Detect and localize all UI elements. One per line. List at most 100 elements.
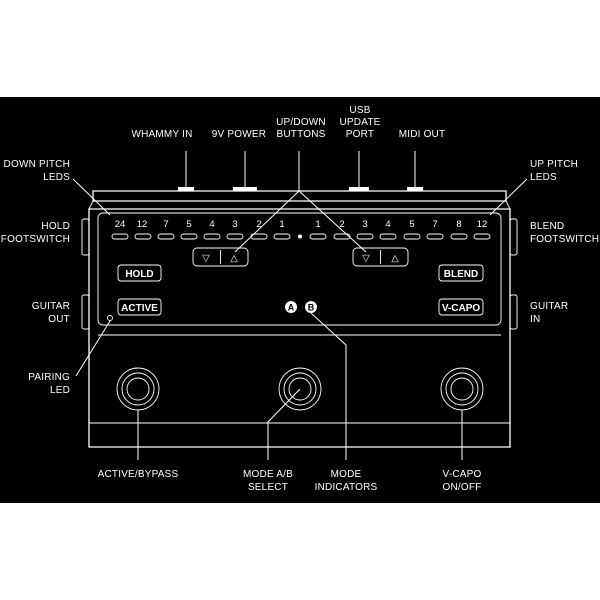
guitar-in-label-line2: IN [530,314,540,325]
guitar-out-label-line2: OUT [48,314,70,325]
vcapo-button[interactable]: V-CAPO [438,298,484,316]
guitar-out-jack [81,294,90,330]
left-updown-buttons[interactable]: ▽ △ [192,247,249,267]
up-arrow-icon[interactable]: △ [230,253,238,264]
whammy-in-label: WHAMMY IN [131,129,192,140]
led-number: 3 [362,219,367,230]
led-number: 12 [137,219,148,230]
midi-out-label: MIDI OUT [399,129,446,140]
mode-ab-label-line2: SELECT [248,482,288,493]
led-number: 1 [279,219,284,230]
blend-footswitch-jack [509,218,518,256]
up-pitch-label-line1: UP PITCH [530,159,578,170]
guitar-in-label-line1: GUITAR [530,301,568,312]
led [426,233,444,240]
svg-text:B: B [308,303,315,313]
guitar-in-jack [509,294,518,330]
hold-footswitch-label-line2: FOOTSWITCH [1,234,70,245]
up-pitch-leds [309,233,491,240]
down-pitch-label-line2: LEDS [43,172,70,183]
whammy-in-jack [178,187,194,191]
led-number: 7 [432,219,437,230]
active-bypass-footswitch[interactable] [116,367,160,411]
led [473,233,491,240]
svg-text:A: A [288,303,295,313]
led-number: 3 [232,219,237,230]
callout-labels: WHAMMY IN 9V POWER UP/DOWN BUTTONS USB U… [1,105,599,493]
led-number: 4 [209,219,214,230]
down-arrow-icon[interactable]: ▽ [202,253,210,264]
pairing-led [107,315,113,321]
led-number: 8 [456,219,461,230]
led-number: 24 [115,219,126,230]
led [157,233,175,240]
active-button[interactable]: ACTIVE [117,298,162,316]
vcapo-label-line2: ON/OFF [443,482,482,493]
usb-label-line2: UPDATE [339,117,380,128]
led-number: 2 [256,219,261,230]
usb-port [349,187,369,191]
up-pitch-label-line2: LEDS [530,172,557,183]
active-bypass-label: ACTIVE/BYPASS [98,469,179,480]
updown-label-line2: BUTTONS [277,129,326,140]
led-number: 7 [163,219,168,230]
vcapo-label-line1: V-CAPO [443,469,482,480]
usb-label-line3: PORT [346,129,374,140]
led [273,233,291,240]
top-connectors [178,187,423,191]
led-number: 5 [186,219,191,230]
mode-ab-label-line1: MODE A/B [243,469,293,480]
power-jack [233,187,257,191]
pedal-body [88,190,511,448]
center-led [298,234,302,239]
up-pitch-led-labels: 1 2 3 4 5 7 8 12 [315,219,487,230]
led-number: 4 [385,219,390,230]
led [356,233,374,240]
led [333,233,351,240]
hold-footswitch-jack [81,218,90,256]
usb-label-line1: USB [349,105,370,116]
hold-footswitch-label-line1: HOLD [41,221,70,232]
down-pitch-leds [111,233,291,240]
led-number: 12 [477,219,488,230]
led-number: 2 [339,219,344,230]
mode-indicators-label-line1: MODE [331,469,362,480]
mode-indicator-b: B [305,301,317,313]
pairing-led-label-line1: PAIRING [28,372,70,383]
hold-button-label: HOLD [125,269,153,280]
pairing-led-label-line2: LED [50,385,70,396]
led [450,233,468,240]
led [134,233,152,240]
blend-button-label: BLEND [444,269,478,280]
callout-lines [72,151,528,460]
led-number: 5 [409,219,414,230]
guitar-out-label-line1: GUITAR [32,301,70,312]
blend-button[interactable]: BLEND [438,264,484,282]
hold-button[interactable]: HOLD [117,264,162,282]
led [226,233,244,240]
led [309,233,327,240]
blend-footswitch-label-line2: FOOTSWITCH [530,234,599,245]
active-button-label: ACTIVE [121,303,158,314]
led [180,233,198,240]
right-updown-buttons[interactable]: ▽ △ [352,247,409,267]
down-arrow-icon[interactable]: ▽ [362,253,370,264]
led [111,233,129,240]
pedal-diagram: 24 12 7 5 4 3 2 1 1 2 3 4 5 7 8 12 [0,97,600,503]
led [403,233,421,240]
led [203,233,221,240]
power-label: 9V POWER [212,129,266,140]
down-pitch-led-labels: 24 12 7 5 4 3 2 1 [115,219,285,230]
side-jacks [81,218,518,330]
mode-indicator-a: A [285,301,297,313]
blend-footswitch-label-line1: BLEND [530,221,564,232]
mode-indicators-label-line2: INDICATORS [315,482,378,493]
led-number: 1 [315,219,320,230]
updown-label-line1: UP/DOWN [276,117,326,128]
up-arrow-icon[interactable]: △ [391,253,399,264]
midi-out-jack [407,187,423,191]
led [379,233,397,240]
vcapo-button-label: V-CAPO [442,303,481,314]
down-pitch-label-line1: DOWN PITCH [4,159,70,170]
mode-ab-footswitch[interactable] [278,367,322,411]
